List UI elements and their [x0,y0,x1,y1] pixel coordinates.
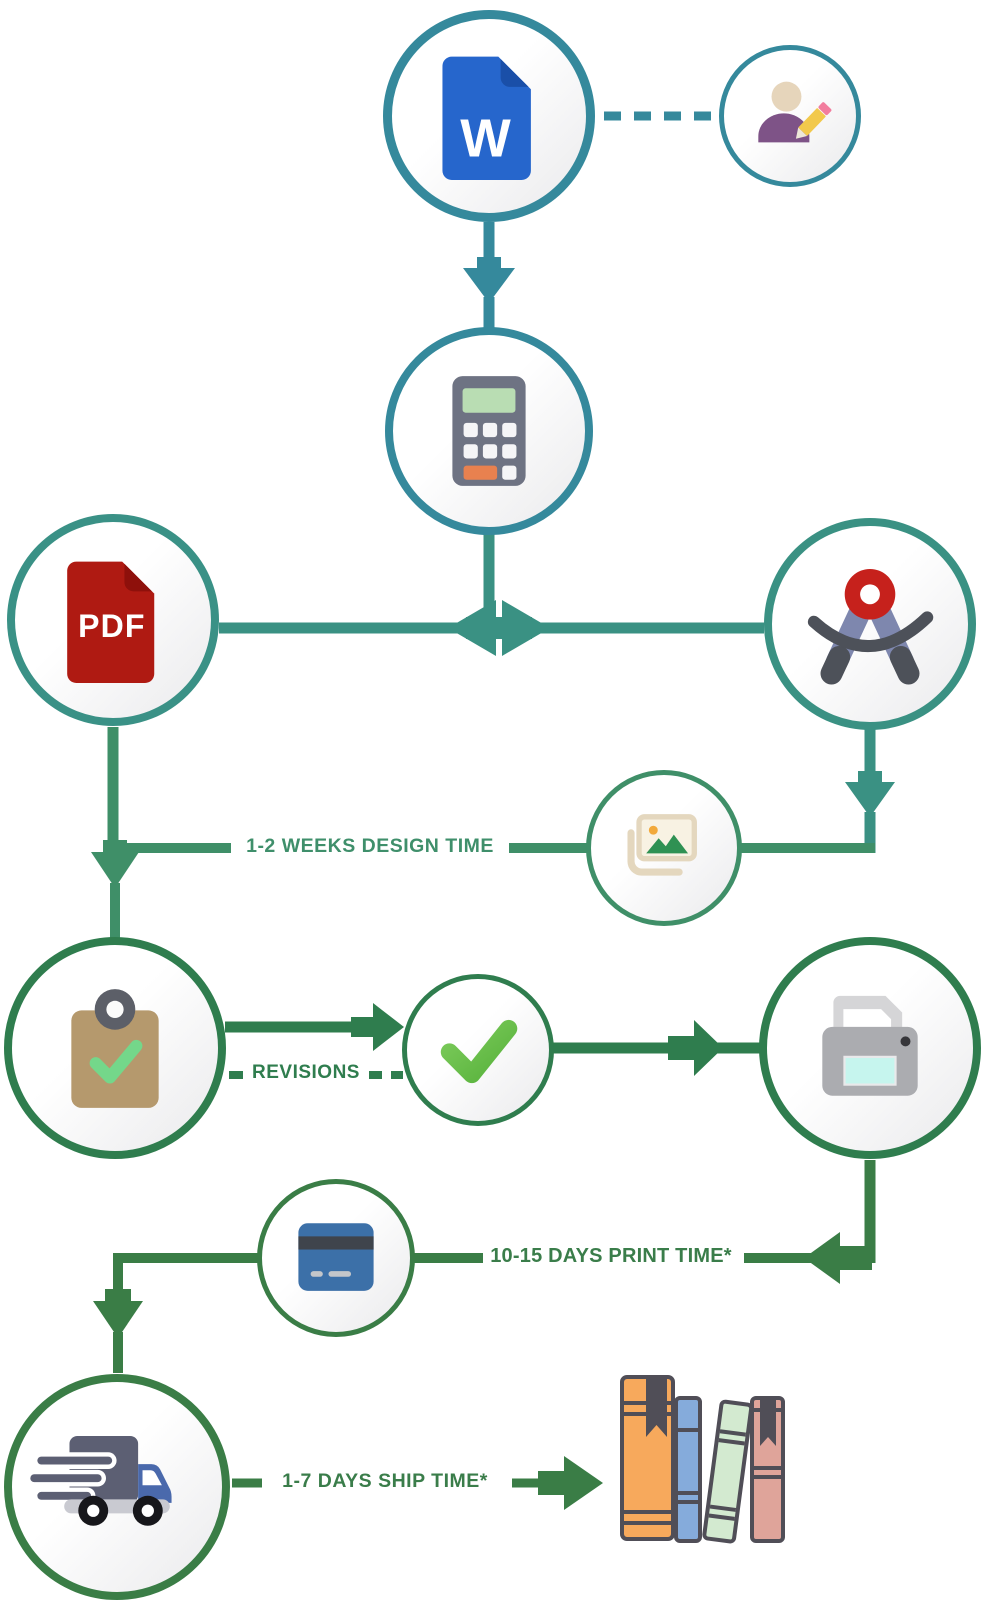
books-icon [600,1340,800,1550]
design-time-label: 1-2 WEEKS DESIGN TIME [246,835,494,857]
ship-time-label: 1-7 DAYS SHIP TIME* [282,1470,488,1492]
arrow-word-to-calculator [463,268,515,303]
pdf-file-icon: PDF [67,561,155,683]
credit-card-icon [298,1223,374,1291]
print-ship-connectors [93,1160,876,1510]
node-images [586,770,742,926]
orange-book-bookmark [646,1379,667,1437]
approval-row-connectors [225,1003,762,1079]
revisions-label: REVISIONS [252,1062,360,1083]
node-payment [257,1179,415,1337]
double-arrow-right [502,600,550,656]
arrow-printer-left [804,1232,840,1284]
node-approval [402,974,554,1126]
design-row-connectors [91,727,875,938]
node-pdf-proof: PDF [7,514,219,726]
word-letter: W [460,110,511,169]
arrow-check-to-printer [694,1020,723,1076]
teal-green-connectors [219,534,895,853]
arrow-clipboard-to-check [373,1003,404,1051]
arrow-ship-to-books [564,1456,603,1510]
clipboard-check-icon [71,989,159,1108]
photos-icon [627,814,697,876]
printer-icon [822,995,918,1096]
pink-book-bookmark [760,1400,776,1446]
print-time-label: 10-15 DAYS PRINT TIME* [490,1245,732,1267]
checkmark-icon [440,1019,518,1084]
node-printing [759,937,981,1159]
arrow-down-to-truck [93,1301,143,1338]
drafting-compass-icon [807,569,934,685]
node-shipping [4,1374,230,1600]
node-quote [385,327,593,535]
node-design [764,518,976,730]
teal-connectors [463,111,714,329]
arrow-down-to-clipboard [91,852,139,888]
node-manuscript: W [383,10,595,222]
author-pencil-icon [758,81,832,143]
arrow-compass-down [845,782,895,817]
node-review [4,937,226,1159]
node-author [719,45,861,187]
delivery-truck-icon [29,1435,172,1526]
pdf-label: PDF [78,608,146,644]
calculator-icon [452,376,526,486]
double-arrow-left [448,600,496,656]
books-graphic [620,1375,785,1544]
word-document-icon: W [442,56,531,180]
